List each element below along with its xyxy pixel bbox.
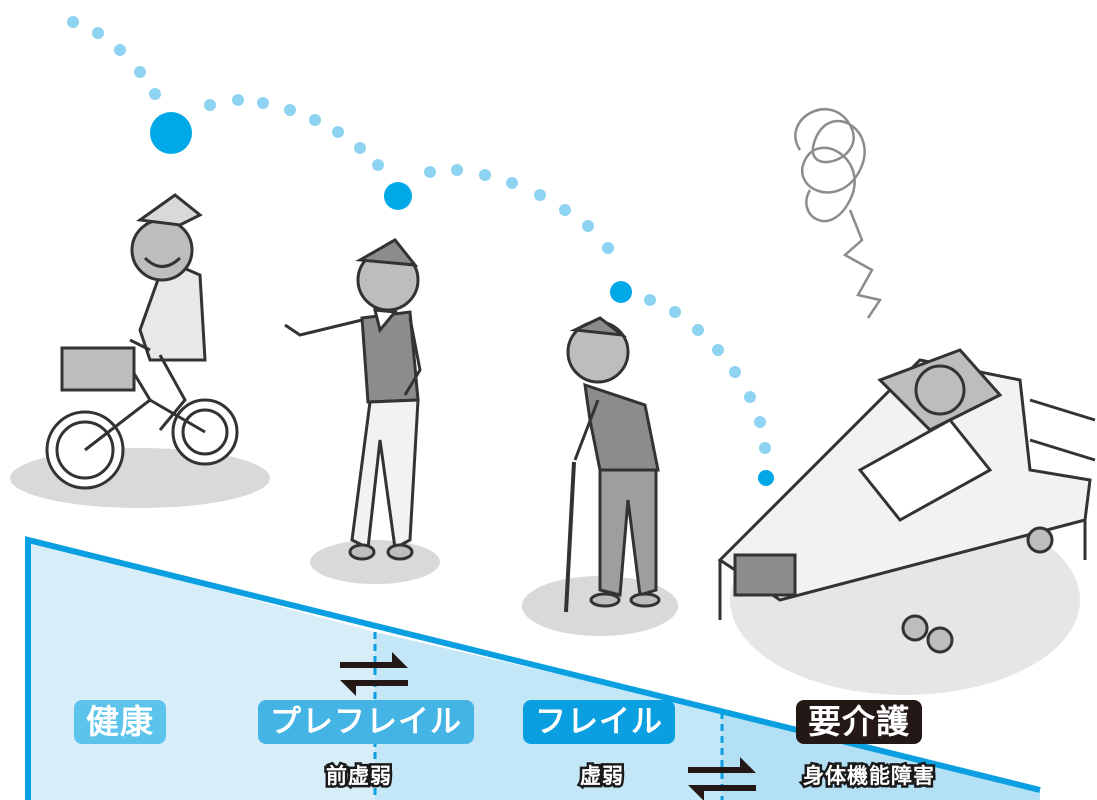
stage-sublabel-care: 身体機能障害 [801,762,937,791]
trajectory-dot [729,366,741,378]
trajectory-dot [644,294,656,306]
trajectory-dot [754,416,766,428]
trajectory-dot [758,470,774,486]
trajectory-dot [602,242,614,254]
double-arrow-icon [340,652,408,696]
stage-sublabel-prefrail: 前虚弱 [324,762,394,791]
trajectory-dot [506,177,518,189]
trajectory-dot [284,104,296,116]
stage-label-prefrail: プレフレイル [258,700,474,744]
trajectory-dot [384,182,412,210]
trajectory-dot [534,189,546,201]
stage-sublabel-frail: 虚弱 [578,762,626,791]
trajectory-dot [232,94,244,106]
prefrail-figure [284,238,422,561]
trajectory-dot [150,112,192,154]
trajectory-dot [257,97,269,109]
trajectory-dot [582,220,594,232]
stage-label-care: 要介護 [796,700,922,744]
ground-shadow [310,540,440,584]
care-bed-figure [717,348,1096,654]
trajectory-dot [451,164,463,176]
stage-label-frail: フレイル [523,700,675,744]
trajectory-dot [92,27,104,39]
trajectory-dot [744,391,756,403]
trajectory-dot [424,166,436,178]
trajectory-dots [67,16,774,486]
band-outline [25,536,1041,800]
trajectory-dot [610,281,632,303]
double-arrow-icon [688,757,756,800]
trajectory-dot [759,442,771,454]
trajectory-dot [692,324,704,336]
cyclist-figure [45,193,239,490]
trajectory-dot [712,344,724,356]
band-healthy-zone [28,540,375,800]
trajectory-dot [149,88,161,100]
trajectory-dot [559,204,571,216]
trajectory-dot [669,306,681,318]
trajectory-dot [114,44,126,56]
trajectory-dot [67,16,79,28]
trajectory-dot [479,169,491,181]
trajectory-dot [204,99,216,111]
trajectory-dot [354,142,366,154]
scribble-icon [794,108,883,319]
stage-label-healthy: 健康 [74,700,166,744]
trajectory-dot [309,114,321,126]
trajectory-dot [332,126,344,138]
trajectory-dot [372,159,384,171]
trajectory-dot [134,66,146,78]
frail-figure [564,316,661,613]
